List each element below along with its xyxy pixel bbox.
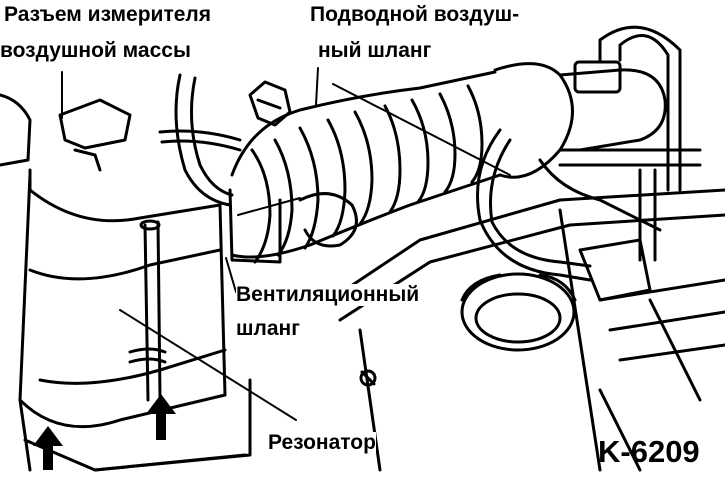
intake-hose-label-line-2: ный шланг [318, 39, 432, 62]
intake-hose-label: ный шланг [318, 39, 432, 62]
vent-hose-label: шланг [236, 318, 300, 340]
intake-hose-label: Подводной воздуш- [310, 3, 520, 26]
resonator-straps [128, 219, 167, 402]
maf-connector-label-line-1: Разъем измерителя [4, 3, 211, 26]
maf-connector-label-line-2: воздушной массы [0, 39, 191, 62]
oil-filler-cap [460, 272, 577, 352]
throttle-assembly [476, 25, 702, 302]
leader-lines [61, 67, 511, 421]
resonator-label: Резонатор [268, 431, 376, 454]
bracket [0, 93, 132, 172]
cover-bolt [359, 369, 377, 387]
airflow-arrow [146, 394, 176, 440]
maf-connector-label: воздушной массы [0, 40, 191, 62]
intake-hose-label-line-1: Подводной воздуш- [310, 3, 520, 26]
air-cleaner-box [18, 168, 252, 472]
vent-hose-label: Вентиляционный [236, 283, 420, 306]
vent-hose-label-line-1: Вентиляционный [236, 283, 420, 306]
airflow-arrow [33, 426, 63, 470]
maf-connector-label: Разъем измерителя [4, 4, 211, 26]
vent-hose-label-line-2: шланг [236, 317, 300, 340]
valve-cover [328, 188, 725, 472]
maf-connector [158, 73, 292, 264]
intake-hose [230, 70, 502, 264]
figure-code: K-6209 [598, 434, 700, 469]
